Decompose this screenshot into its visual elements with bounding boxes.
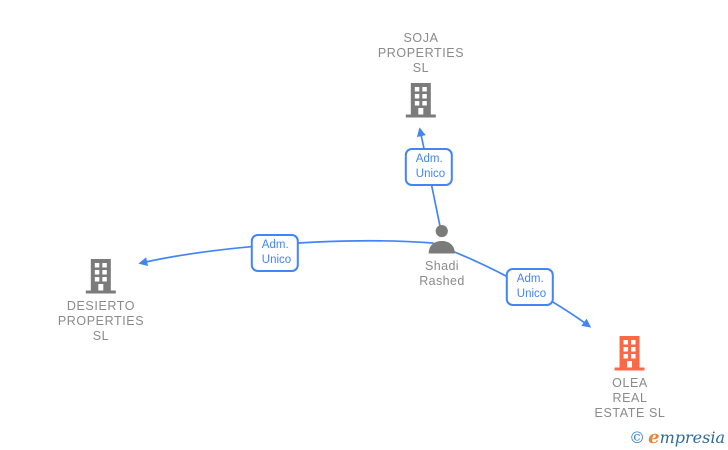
role-line: Adm. (516, 273, 544, 285)
node-shadi-rashed[interactable]: Shadi Rashed (419, 223, 465, 289)
person-name-line: Rashed (419, 274, 465, 288)
company-name-line: ESTATE SL (594, 406, 666, 420)
person-icon (428, 224, 456, 254)
building-icon (85, 259, 116, 294)
copyright-icon: © (629, 428, 646, 447)
person-name-line: Shadi (425, 259, 459, 273)
company-name: OLEA REAL ESTATE SL (595, 376, 666, 421)
company-name-line: PROPERTIES (377, 46, 465, 60)
company-name: SOJA PROPERTIES SL (378, 31, 464, 76)
company-name: DESIERTO PROPERTIES SL (58, 299, 144, 344)
company-name-line: PROPERTIES (57, 314, 145, 328)
building-icon (615, 336, 645, 371)
building-icon (405, 83, 436, 118)
company-name-line: SOJA (403, 31, 439, 45)
role-badge-adm-unico-olea: Adm. Unico (505, 268, 555, 306)
company-name-line: DESIERTO (66, 299, 136, 313)
role-badge-adm-unico-desierto: Adm. Unico (250, 234, 300, 272)
role-line: Unico (516, 288, 547, 300)
company-name-line: SL (412, 61, 430, 75)
role-line: Adm. (261, 239, 289, 251)
empresia-logo[interactable]: ©empresia (629, 427, 725, 448)
role-line: Unico (415, 168, 446, 180)
role-line: Unico (261, 254, 292, 266)
brand-initial: e (648, 427, 660, 448)
brand-name: mpresia (659, 428, 725, 447)
node-soja-properties-sl[interactable]: SOJA PROPERTIES SL (378, 31, 464, 118)
node-desierto-properties-sl[interactable]: DESIERTO PROPERTIES SL (58, 257, 144, 344)
role-badge-adm-unico-soja: Adm. Unico (404, 148, 454, 186)
person-name: Shadi Rashed (419, 259, 465, 289)
company-name-line: REAL (612, 391, 648, 405)
role-line: Adm. (415, 153, 443, 165)
company-name-line: SL (92, 329, 110, 343)
company-name-line: OLEA (612, 376, 648, 390)
node-olea-real-estate-sl[interactable]: OLEA REAL ESTATE SL (595, 334, 666, 421)
